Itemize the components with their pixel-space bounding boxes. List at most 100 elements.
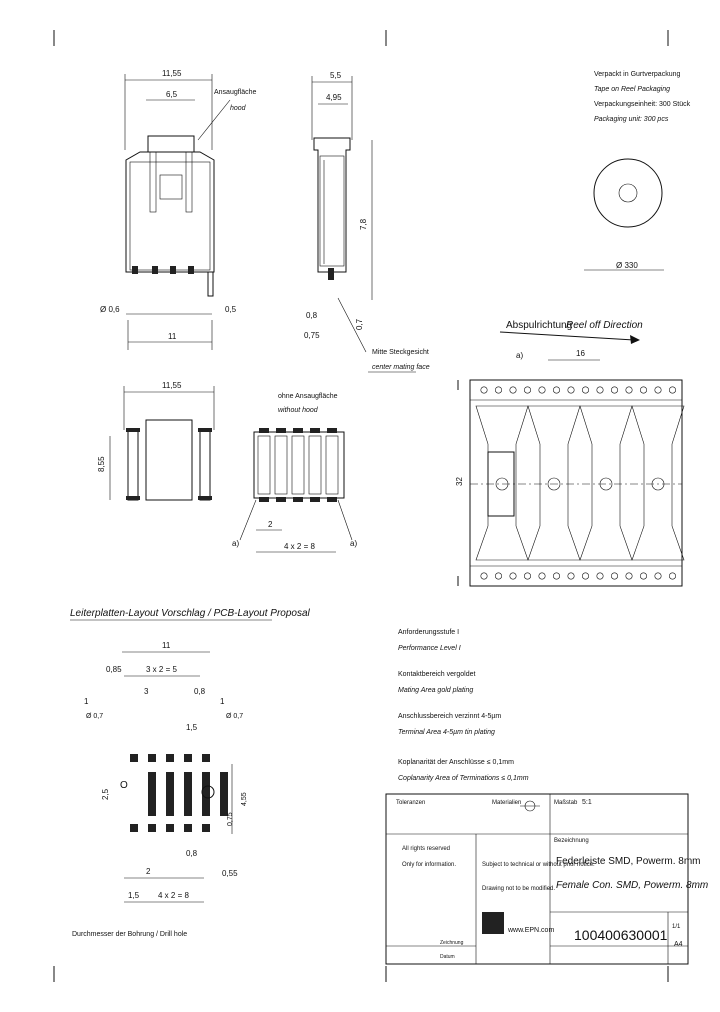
tape-pocket	[579, 405, 633, 561]
contact-column	[291, 435, 305, 495]
bv-total: 4 x 2 = 8	[284, 542, 315, 551]
spec-3-en: Terminal Area 4-5µm tin plating	[398, 729, 495, 736]
tape-view: Abspulrichtung Reel off Direction a) 16 …	[455, 320, 685, 587]
pcb-pad-top	[166, 754, 174, 762]
pcb-d14: 0,8	[186, 849, 198, 858]
pcb-circle-o: O	[120, 780, 128, 791]
pcb-d5: 0,8	[194, 687, 206, 696]
pcb-pad-long	[148, 772, 156, 816]
label-center-en: center mating face	[372, 364, 430, 371]
sprocket-hole	[480, 572, 488, 580]
reel-diameter: Ø 330	[616, 261, 638, 270]
sprocket-hole	[538, 386, 546, 394]
contact-column	[325, 435, 339, 495]
pcb-pad-top	[130, 754, 138, 762]
sprocket-hole	[523, 572, 531, 580]
reel-title-en: Reel off Direction	[566, 320, 643, 331]
dim-side-inner: 4,95	[326, 93, 342, 102]
tape-pocket	[631, 405, 685, 561]
side-view: 5,5 4,95 7,8 0,8 0,75 0,7 Mitte Steckges…	[304, 71, 430, 373]
sprocket-hole	[494, 386, 502, 394]
tb-scale: Maßstab	[554, 800, 578, 806]
reel-title-de: Abspulrichtung	[506, 320, 572, 331]
tb-sheet: 1/1	[672, 924, 681, 930]
sprocket-hole	[625, 386, 633, 394]
pcb-d18: 0,55	[222, 869, 238, 878]
label-suction-en: hood	[230, 105, 247, 112]
pcb-pad-top	[202, 754, 210, 762]
pack-l4: Packaging unit: 300 pcs	[594, 116, 669, 123]
contact-column	[274, 435, 288, 495]
tb-drawing: Drawing not to be modified.	[482, 886, 555, 892]
tape-pocket	[475, 405, 529, 561]
pocket-hole	[547, 477, 561, 491]
pcb-d16: 1,5	[128, 891, 140, 900]
sprocket-hole	[523, 386, 531, 394]
tb-part-no: 100400630001	[574, 927, 668, 943]
pcb-pad-long	[184, 772, 192, 816]
spec-1: Anforderungsstufe I	[398, 629, 459, 636]
contact-pad	[327, 497, 337, 502]
pcb-pad-bottom	[184, 824, 192, 832]
spec-2: Kontaktbereich vergoldet	[398, 671, 475, 678]
pcb-d2: 0,85	[106, 665, 122, 674]
dim-front-width: 11,55	[162, 69, 182, 78]
label-center: Mitte Steckgesicht	[372, 349, 429, 356]
pcb-pad-long	[202, 772, 210, 816]
dim-front-pad: 0,5	[225, 305, 237, 314]
pcb-title: Leiterplatten-Layout Vorschlag / PCB-Lay…	[70, 608, 311, 619]
reel-width: 32	[455, 477, 464, 486]
label-without-hood-en: without hood	[278, 407, 319, 414]
sprocket-hole	[581, 572, 589, 580]
label-suction: Ansaugfläche	[214, 89, 257, 96]
sprocket-hole	[625, 572, 633, 580]
tb-size: A4	[674, 941, 683, 948]
tb-name-de: Federleiste SMD, Powerm. 8mm	[556, 856, 700, 867]
spec-2-en: Mating Area gold plating	[398, 687, 473, 694]
sprocket-hole	[596, 572, 604, 580]
pcb-pad-bottom	[166, 824, 174, 832]
pcb-d15: 2	[146, 867, 151, 876]
dim-side-lead: 0,7	[355, 318, 364, 330]
spec-4-en: Coplanarity Area of Terminations ≤ 0,1mm	[398, 775, 529, 782]
tb-name-en: Female Con. SMD, Powerm. 8mm	[556, 880, 708, 891]
contact-pad	[259, 428, 269, 433]
sprocket-hole	[581, 386, 589, 394]
sprocket-hole	[552, 386, 560, 394]
front-view: 11,55 6,5 Ansaugfläche hood Ø 0,6 0,5 11	[100, 69, 257, 350]
sprocket-hole	[480, 386, 488, 394]
sprocket-hole	[610, 386, 618, 394]
bv-pitch: 2	[268, 520, 273, 529]
pack-l2: Tape on Reel Packaging	[594, 86, 670, 93]
sprocket-hole	[639, 386, 647, 394]
dim-side-height: 7,8	[359, 218, 368, 230]
dim-side-pad: 0,8	[306, 311, 318, 320]
dim-side-width: 5,5	[330, 71, 342, 80]
sheet-corner-marks	[53, 30, 669, 982]
tb-material: Materialien	[492, 800, 521, 806]
pcb-pad-top	[148, 754, 156, 762]
pcb-d1: 11	[162, 641, 171, 650]
dim-front-bottom: 11	[168, 332, 177, 341]
bv-height: 8,55	[97, 456, 106, 472]
sprocket-hole	[654, 386, 662, 394]
spec-1-en: Performance Level I	[398, 645, 461, 652]
bv-a-left: a)	[232, 539, 239, 548]
sprocket-hole	[567, 572, 575, 580]
tb-scale-val: 5:1	[582, 799, 592, 806]
sprocket-hole	[639, 572, 647, 580]
reel-packaging: Verpackt in Gurtverpackung Tape on Reel …	[584, 71, 691, 271]
contact-column	[308, 435, 322, 495]
dim-front-inner: 6,5	[166, 90, 178, 99]
contact-pad	[310, 497, 320, 502]
contact-pad	[293, 428, 303, 433]
tb-small1: Zeichnung	[440, 940, 464, 946]
contact-pad	[276, 497, 286, 502]
pcb-footer: Durchmesser der Bohrung / Drill hole	[72, 931, 187, 938]
contact-pad	[259, 497, 269, 502]
pcb-pad-bottom	[130, 824, 138, 832]
pack-l3: Verpackungseinheit: 300 Stück	[594, 101, 691, 108]
sprocket-hole	[538, 572, 546, 580]
reel-a-label: a)	[516, 351, 523, 360]
